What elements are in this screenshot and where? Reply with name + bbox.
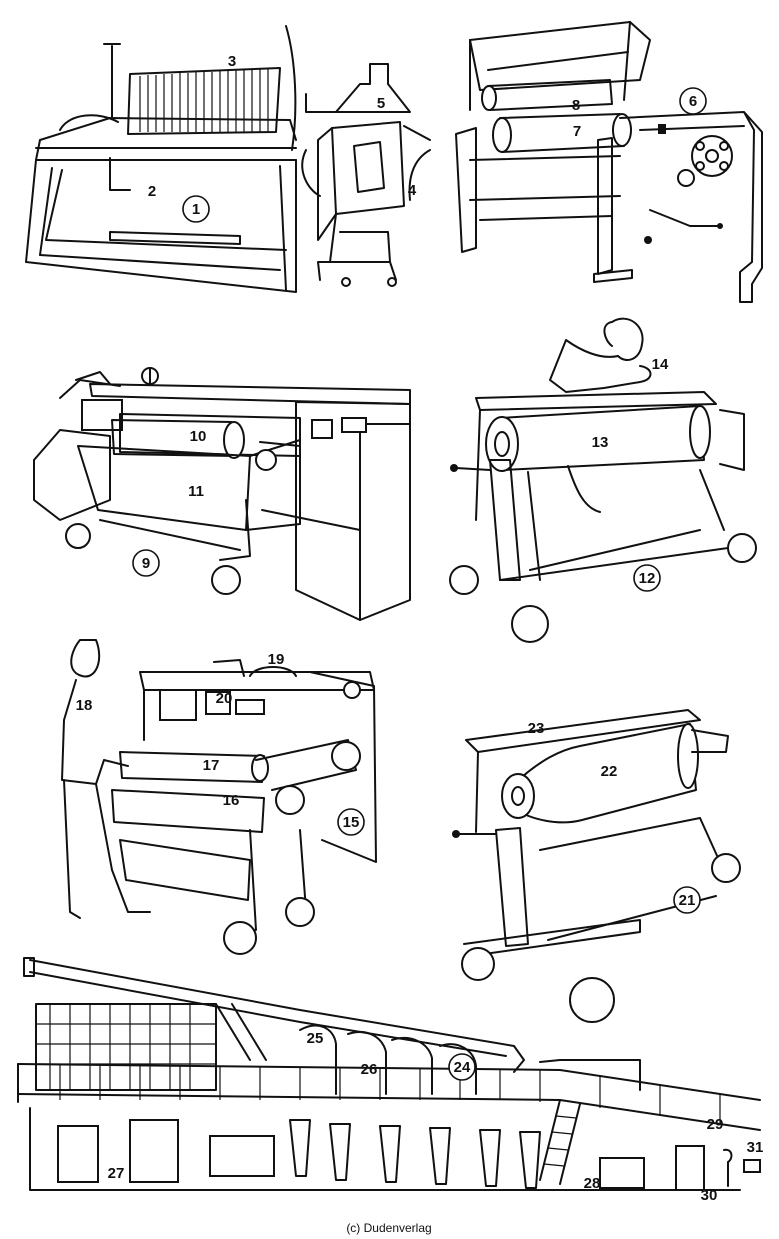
callout-21: 21	[673, 886, 701, 914]
callout-11: 11	[188, 483, 204, 500]
machine-1-exposure-table	[25, 25, 297, 293]
callout-number: 5	[377, 95, 385, 112]
callout-number: 27	[108, 1165, 125, 1182]
callout-14: 14	[652, 356, 669, 373]
callout-17: 17	[203, 757, 220, 774]
callout-number: 13	[592, 434, 609, 451]
callout-ring	[633, 564, 661, 592]
callout-28: 28	[584, 1175, 601, 1192]
callout-3: 3	[228, 53, 236, 70]
callout-31: 31	[747, 1139, 764, 1156]
callout-ring	[182, 195, 210, 223]
callout-number: 3	[228, 53, 236, 70]
callout-8: 8	[572, 97, 580, 114]
callout-number: 11	[188, 483, 204, 500]
callout-number: 26	[361, 1061, 378, 1078]
callout-1: 1	[182, 195, 210, 223]
callout-ring	[679, 87, 707, 115]
callout-number: 21	[679, 892, 696, 909]
machine-24-production-line	[17, 957, 761, 1191]
callout-5: 5	[377, 95, 385, 112]
callout-25: 25	[307, 1030, 324, 1047]
machine-15-slitter	[61, 639, 377, 955]
callout-30: 30	[701, 1187, 718, 1204]
callout-29: 29	[707, 1116, 724, 1133]
callout-26: 26	[361, 1061, 378, 1078]
machine-21-unwind-stand	[452, 709, 741, 1023]
callout-ring	[337, 808, 365, 836]
callout-27: 27	[108, 1165, 125, 1182]
callout-9: 9	[132, 549, 160, 577]
callout-6: 6	[679, 87, 707, 115]
callout-number: 8	[572, 97, 580, 114]
callout-number: 10	[190, 428, 207, 445]
callout-ring	[673, 886, 701, 914]
callout-18: 18	[76, 697, 93, 714]
callout-number: 25	[307, 1030, 324, 1047]
callout-15: 15	[337, 808, 365, 836]
callout-24: 24	[448, 1053, 476, 1081]
callout-12: 12	[633, 564, 661, 592]
callout-number: 4	[408, 182, 417, 199]
callout-10: 10	[190, 428, 207, 445]
callout-number: 20	[216, 690, 233, 707]
callout-number: 7	[573, 123, 581, 140]
callout-number: 15	[343, 814, 360, 831]
callout-23: 23	[528, 720, 545, 737]
callout-number: 16	[223, 792, 240, 809]
callout-number: 29	[707, 1116, 724, 1133]
callout-2: 2	[148, 183, 156, 200]
callout-number: 24	[454, 1059, 471, 1076]
callout-ring	[448, 1053, 476, 1081]
callout-16: 16	[223, 792, 240, 809]
callout-7: 7	[573, 123, 581, 140]
callout-number: 28	[584, 1175, 601, 1192]
callout-ring	[132, 549, 160, 577]
machine-12-rewinder	[449, 317, 757, 643]
callout-number: 30	[701, 1187, 718, 1204]
callout-4: 4	[408, 182, 417, 199]
callout-number: 22	[601, 763, 618, 780]
callout-20: 20	[216, 690, 233, 707]
copyright-credit: (c) Dudenverlag	[346, 1221, 431, 1235]
callout-number: 6	[689, 93, 697, 110]
callout-22: 22	[601, 763, 618, 780]
callout-number: 19	[268, 651, 285, 668]
callout-number: 1	[192, 201, 200, 218]
machine-4-arc-lamp	[301, 63, 431, 287]
callout-19: 19	[268, 651, 285, 668]
callout-number: 14	[652, 356, 669, 373]
callout-13: 13	[592, 434, 609, 451]
callout-number: 9	[142, 555, 150, 572]
callout-number: 2	[148, 183, 156, 200]
callout-number: 31	[747, 1139, 764, 1156]
callout-number: 23	[528, 720, 545, 737]
machine-9-roll-cutter	[33, 367, 411, 621]
machine-6-coating-unit	[455, 21, 763, 303]
callout-number: 18	[76, 697, 93, 714]
callout-number: 12	[639, 570, 656, 587]
callout-number: 17	[203, 757, 220, 774]
